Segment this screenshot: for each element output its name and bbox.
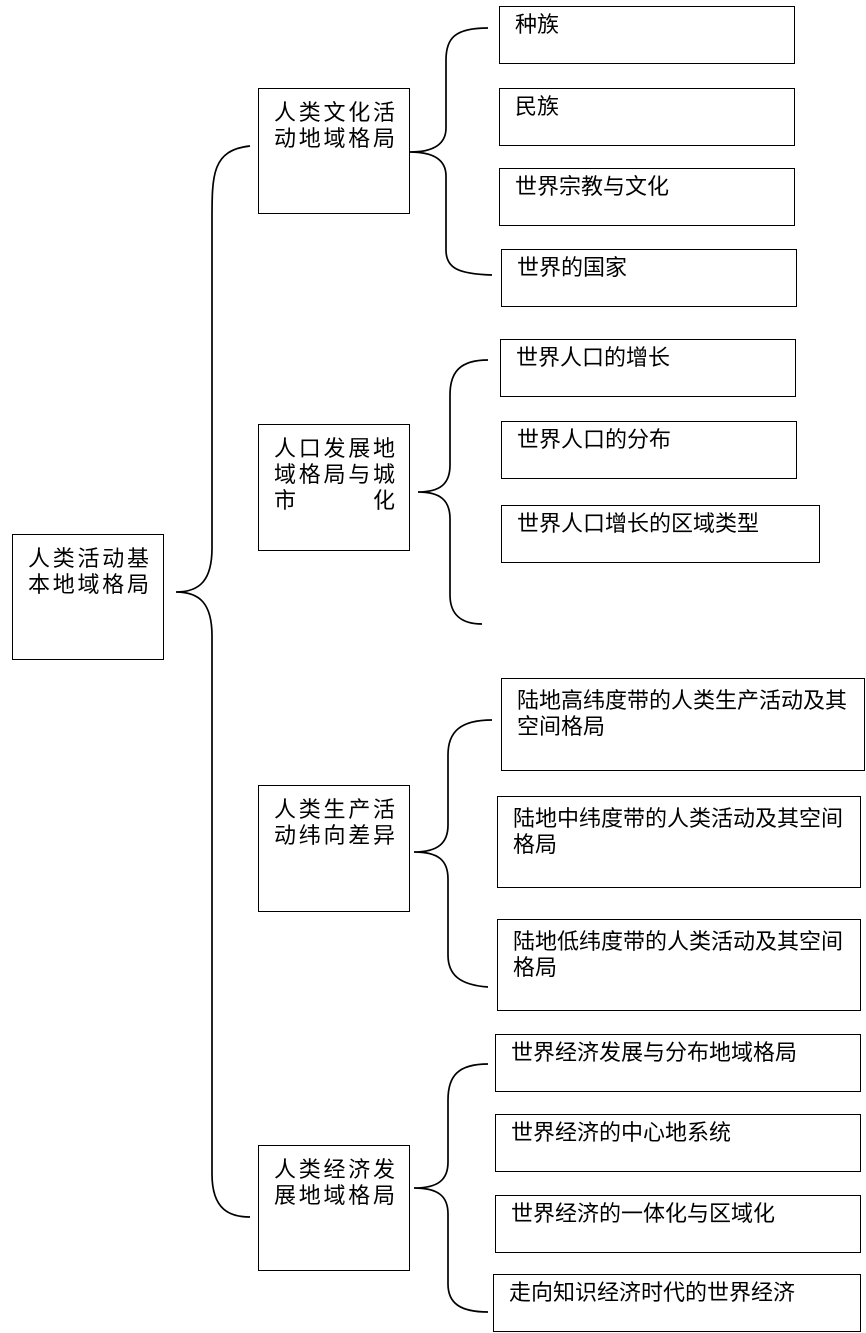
leaf-node: 世界宗教与文化	[499, 168, 795, 226]
branch-economy: 人类经济发展地域格局	[258, 1145, 410, 1271]
leaf-node: 世界的国家	[501, 249, 797, 307]
leaf-label: 陆地中纬度带的人类活动及其空间格局	[513, 807, 844, 858]
branch-label: 人类文化活动地域格局	[274, 101, 395, 152]
branch-label: 人类生产活动纬向差异	[274, 798, 395, 849]
leaf-node: 世界经济的中心地系统	[495, 1114, 861, 1172]
leaf-node: 陆地中纬度带的人类活动及其空间格局	[497, 796, 861, 888]
branch-culture: 人类文化活动地域格局	[258, 88, 410, 214]
branch-population: 人口发展地域格局与城市化	[258, 424, 410, 551]
leaf-node: 世界人口增长的区域类型	[501, 505, 820, 563]
brace-production	[413, 719, 493, 988]
leaf-node: 陆地高纬度带的人类生产活动及其空间格局	[501, 678, 865, 771]
leaf-label: 民族	[515, 95, 560, 120]
leaf-node: 世界经济发展与分布地域格局	[495, 1034, 861, 1092]
leaf-label: 世界经济发展与分布地域格局	[511, 1041, 798, 1066]
leaf-label: 走向知识经济时代的世界经济	[509, 1281, 796, 1306]
leaf-label: 世界人口的增长	[516, 346, 671, 371]
leaf-node: 民族	[499, 88, 795, 146]
leaf-label: 陆地高纬度带的人类生产活动及其空间格局	[517, 689, 848, 740]
root-brace	[175, 145, 251, 1218]
brace-population	[417, 359, 489, 625]
branch-production: 人类生产活动纬向差异	[258, 785, 410, 912]
leaf-node: 世界人口的增长	[500, 339, 796, 397]
brace-economy	[413, 1063, 489, 1313]
leaf-label: 世界宗教与文化	[515, 175, 670, 200]
branch-label: 人口发展地域格局与城市化	[274, 437, 395, 514]
leaf-node: 世界人口的分布	[501, 421, 797, 479]
leaf-label: 种族	[515, 13, 560, 38]
leaf-node: 陆地低纬度带的人类活动及其空间格局	[497, 919, 861, 1011]
leaf-label: 陆地低纬度带的人类活动及其空间格局	[513, 930, 844, 981]
leaf-label: 世界经济的中心地系统	[511, 1121, 732, 1146]
leaf-label: 世界经济的一体化与区域化	[511, 1202, 776, 1227]
leaf-label: 世界人口的分布	[517, 428, 672, 453]
root-node: 人类活动基本地域格局	[12, 534, 164, 660]
brace-culture	[409, 27, 493, 276]
branch-label: 人类经济发展地域格局	[274, 1158, 395, 1209]
root-label: 人类活动基本地域格局	[28, 547, 149, 598]
leaf-node: 种族	[499, 6, 795, 64]
leaf-label: 世界的国家	[517, 256, 628, 281]
leaf-node: 走向知识经济时代的世界经济	[493, 1274, 861, 1332]
leaf-label: 世界人口增长的区域类型	[517, 512, 760, 537]
leaf-node: 世界经济的一体化与区域化	[495, 1195, 861, 1253]
